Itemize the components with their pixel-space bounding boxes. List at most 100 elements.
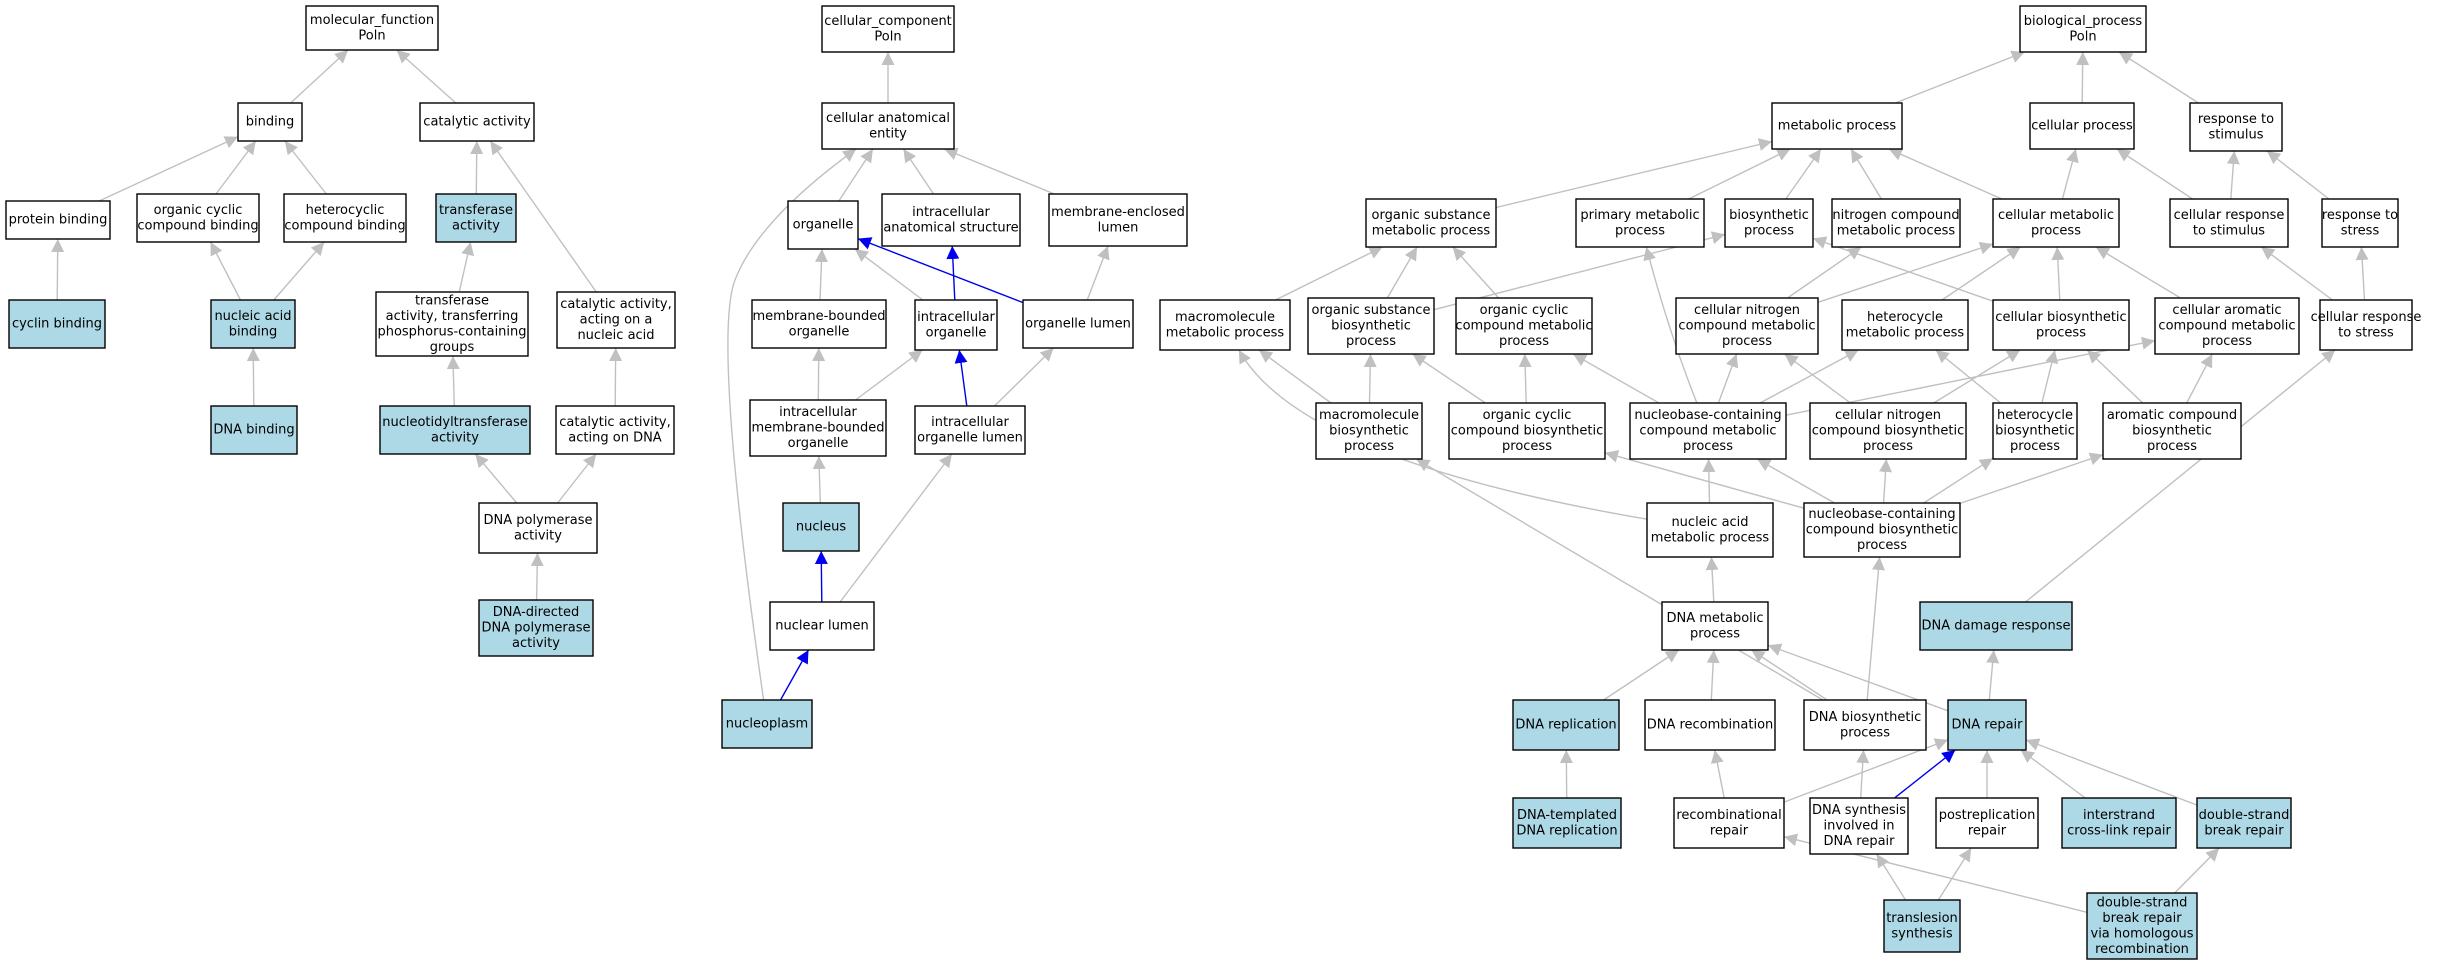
edge-orgsubmet-to-metproc	[1495, 138, 1773, 209]
node-box	[2189, 102, 2283, 152]
node-label-line: DNA repair	[1952, 718, 2024, 733]
node-label-line: biosynthetic	[1995, 424, 2075, 439]
node-label-line: postreplication	[1939, 808, 2036, 823]
node-label-line: binding	[246, 115, 294, 130]
node-box	[1673, 797, 1785, 849]
edge-intramemb-to-intraorg	[855, 349, 923, 401]
node-label-line: intracellular	[779, 405, 857, 420]
node-label-line: compound metabolic	[1455, 319, 1592, 334]
edge-macrobio-to-orgsubbio	[1363, 353, 1377, 404]
node-box	[8, 299, 106, 349]
node-box	[787, 200, 859, 250]
node-label-line: protein binding	[9, 213, 108, 228]
node-label-line: macromolecule	[1319, 408, 1419, 423]
node-box	[1315, 402, 1423, 460]
edge-nucbasebio-to-orgcycbio	[1604, 450, 1805, 509]
edge-nucbasemet-to-primmet	[1643, 246, 1698, 404]
edge-hetcycbio-to-hetcycmet	[1935, 349, 2002, 404]
edge-intraorglumen-to-orglumen	[994, 347, 1054, 407]
node-box	[821, 5, 955, 53]
node-label-line: cellular response	[2174, 208, 2285, 223]
node-dnarepl: DNA replication	[1512, 699, 1620, 751]
node-box	[379, 405, 531, 455]
node-box	[914, 299, 998, 351]
node-box	[2154, 297, 2300, 355]
node-box	[1947, 699, 2027, 751]
edge-dnamet-to-nucacidmet	[1705, 556, 1719, 603]
node-label-line: cellular metabolic	[1998, 208, 2114, 223]
node-label-line: DNA damage response	[1921, 619, 2070, 634]
node-label-line: compound biosynthetic	[1806, 523, 1959, 538]
node-label-line: repair	[1968, 823, 2007, 838]
node-label-line: biosynthetic	[2132, 424, 2212, 439]
node-label-line: process	[1499, 334, 1549, 349]
node-box	[2029, 102, 2135, 150]
node-label-line: macromolecule	[1175, 310, 1275, 325]
node-box	[1831, 198, 1961, 248]
node-label-line: metabolic process	[1846, 325, 1965, 340]
node-label-line: DNA binding	[213, 423, 294, 438]
edge-hetcycmet-to-cellmet	[1941, 246, 2021, 301]
node-box	[1159, 299, 1291, 351]
node-box	[136, 193, 260, 243]
edge-binding-to-mf	[290, 49, 349, 104]
edge-protbind-to-binding	[98, 136, 239, 202]
edge-nucleus-to-intramemb	[812, 455, 826, 504]
node-label-line: Poln	[2069, 29, 2096, 44]
edge-intraorglumen-to-intraorg	[954, 349, 968, 407]
node-label-line: interstrand	[2083, 808, 2155, 823]
node-label-line: process	[1857, 538, 1907, 553]
node-box	[1644, 699, 1776, 751]
node-label-line: translesion	[1886, 911, 1958, 926]
node-label-line: aromatic compound	[2107, 408, 2237, 423]
edge-dnasynth-to-dnabio	[1856, 749, 1870, 799]
node-box	[1448, 402, 1606, 460]
node-label-line: repair	[1710, 823, 1749, 838]
node-label-line: heterocycle	[1997, 408, 2073, 423]
edge-cellmet-to-cellproc	[2061, 148, 2079, 200]
edge-nuclumen-to-nucleus	[814, 550, 828, 603]
node-label-line: recombinational	[1676, 808, 1781, 823]
edge-interstrand-to-dnarepair	[2020, 749, 2086, 799]
edge-nucbasemet-to-orgcycmet	[1572, 353, 1660, 404]
node-box	[1512, 797, 1622, 849]
edge-cellmet-to-metproc	[1888, 148, 2003, 200]
edge-organelle-to-cellanat	[838, 148, 874, 202]
node-label-line: biological_process	[2024, 14, 2143, 29]
node-box	[305, 5, 439, 51]
node-label-line: compound biosynthetic	[1812, 424, 1965, 439]
node-label-line: DNA biosynthetic	[1809, 710, 1921, 725]
node-label-line: process	[1690, 626, 1740, 641]
node-label-line: cellular aromatic	[2172, 303, 2281, 318]
edge-dnabio-to-nucbasebio	[1866, 556, 1885, 701]
node-box	[1883, 899, 1961, 953]
node-label-line: process	[1744, 223, 1794, 238]
node-label-line: organelle	[789, 324, 850, 339]
node-label-line: DNA-templated	[1517, 808, 1617, 823]
node-label-line: organic substance	[1372, 208, 1491, 223]
edge-biosyn-to-metproc	[1785, 148, 1822, 200]
node-label-line: entity	[869, 126, 907, 141]
node-label-line: DNA polymerase	[483, 513, 592, 528]
edge-nucltrans-to-transphos	[446, 355, 460, 407]
node-label-line: compound biosynthetic	[1451, 424, 1604, 439]
